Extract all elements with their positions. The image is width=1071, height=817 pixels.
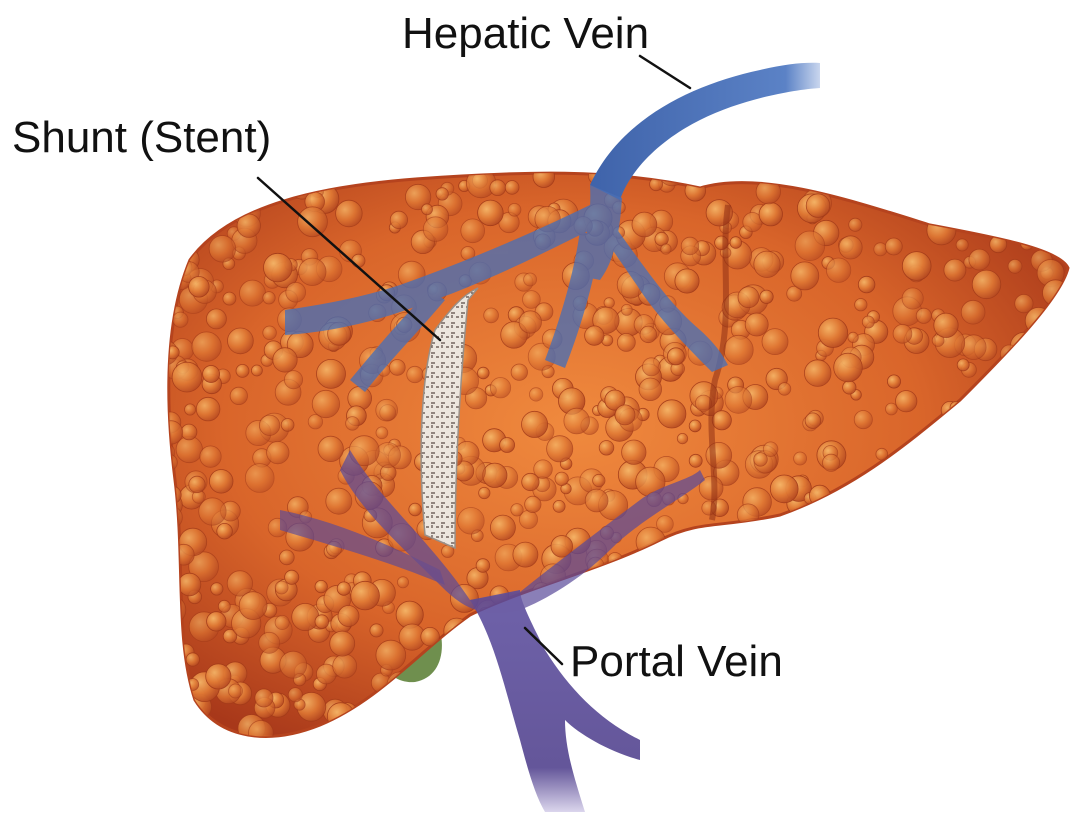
hepatic-vein-leader bbox=[640, 56, 690, 88]
portal-vein-label: Portal Vein bbox=[570, 637, 783, 686]
shunt-label: Shunt (Stent) bbox=[12, 113, 271, 162]
hepatic-vein-label: Hepatic Vein bbox=[402, 9, 649, 58]
